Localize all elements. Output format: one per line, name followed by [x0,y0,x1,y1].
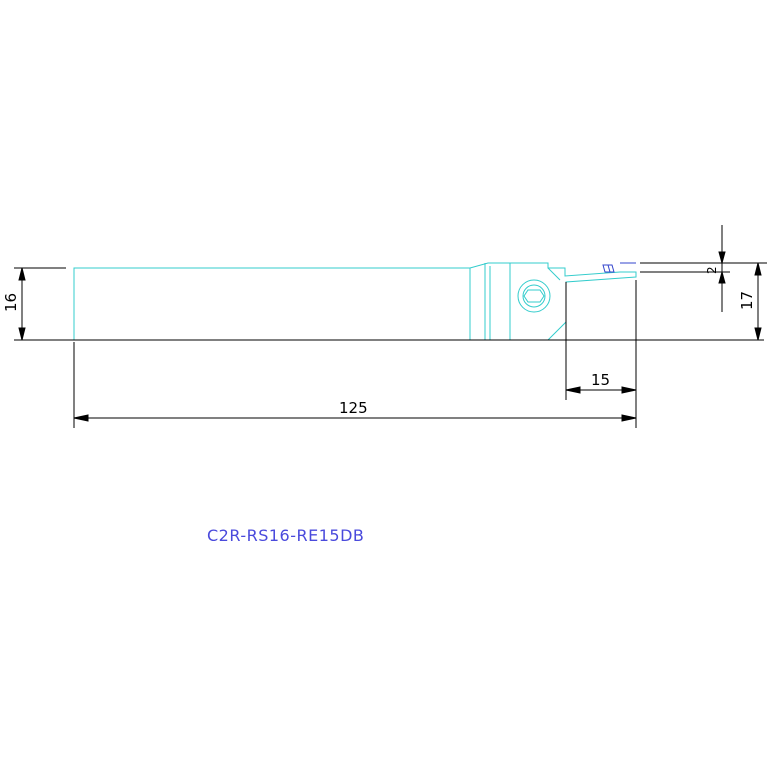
drawing-area [0,225,767,546]
insert-tip [602,262,636,273]
tool-holder [73,262,637,341]
screw-mid [522,284,546,308]
model-code-label: C2R-RS16-RE15DB [207,526,365,545]
dim-head-length: 15 [591,371,610,389]
screw-outer [517,279,551,313]
head-body [469,262,637,341]
shank-body [73,267,471,341]
dim-shank-height: 16 [2,293,20,312]
clamp-slope [547,267,561,281]
dimension-lines [14,225,767,428]
dim-total-length: 125 [339,399,368,417]
dim-head-height: 17 [738,291,756,310]
clamp-screw [517,279,551,313]
dim-groove-width: 2 [705,266,719,274]
screw-hex [523,289,545,303]
